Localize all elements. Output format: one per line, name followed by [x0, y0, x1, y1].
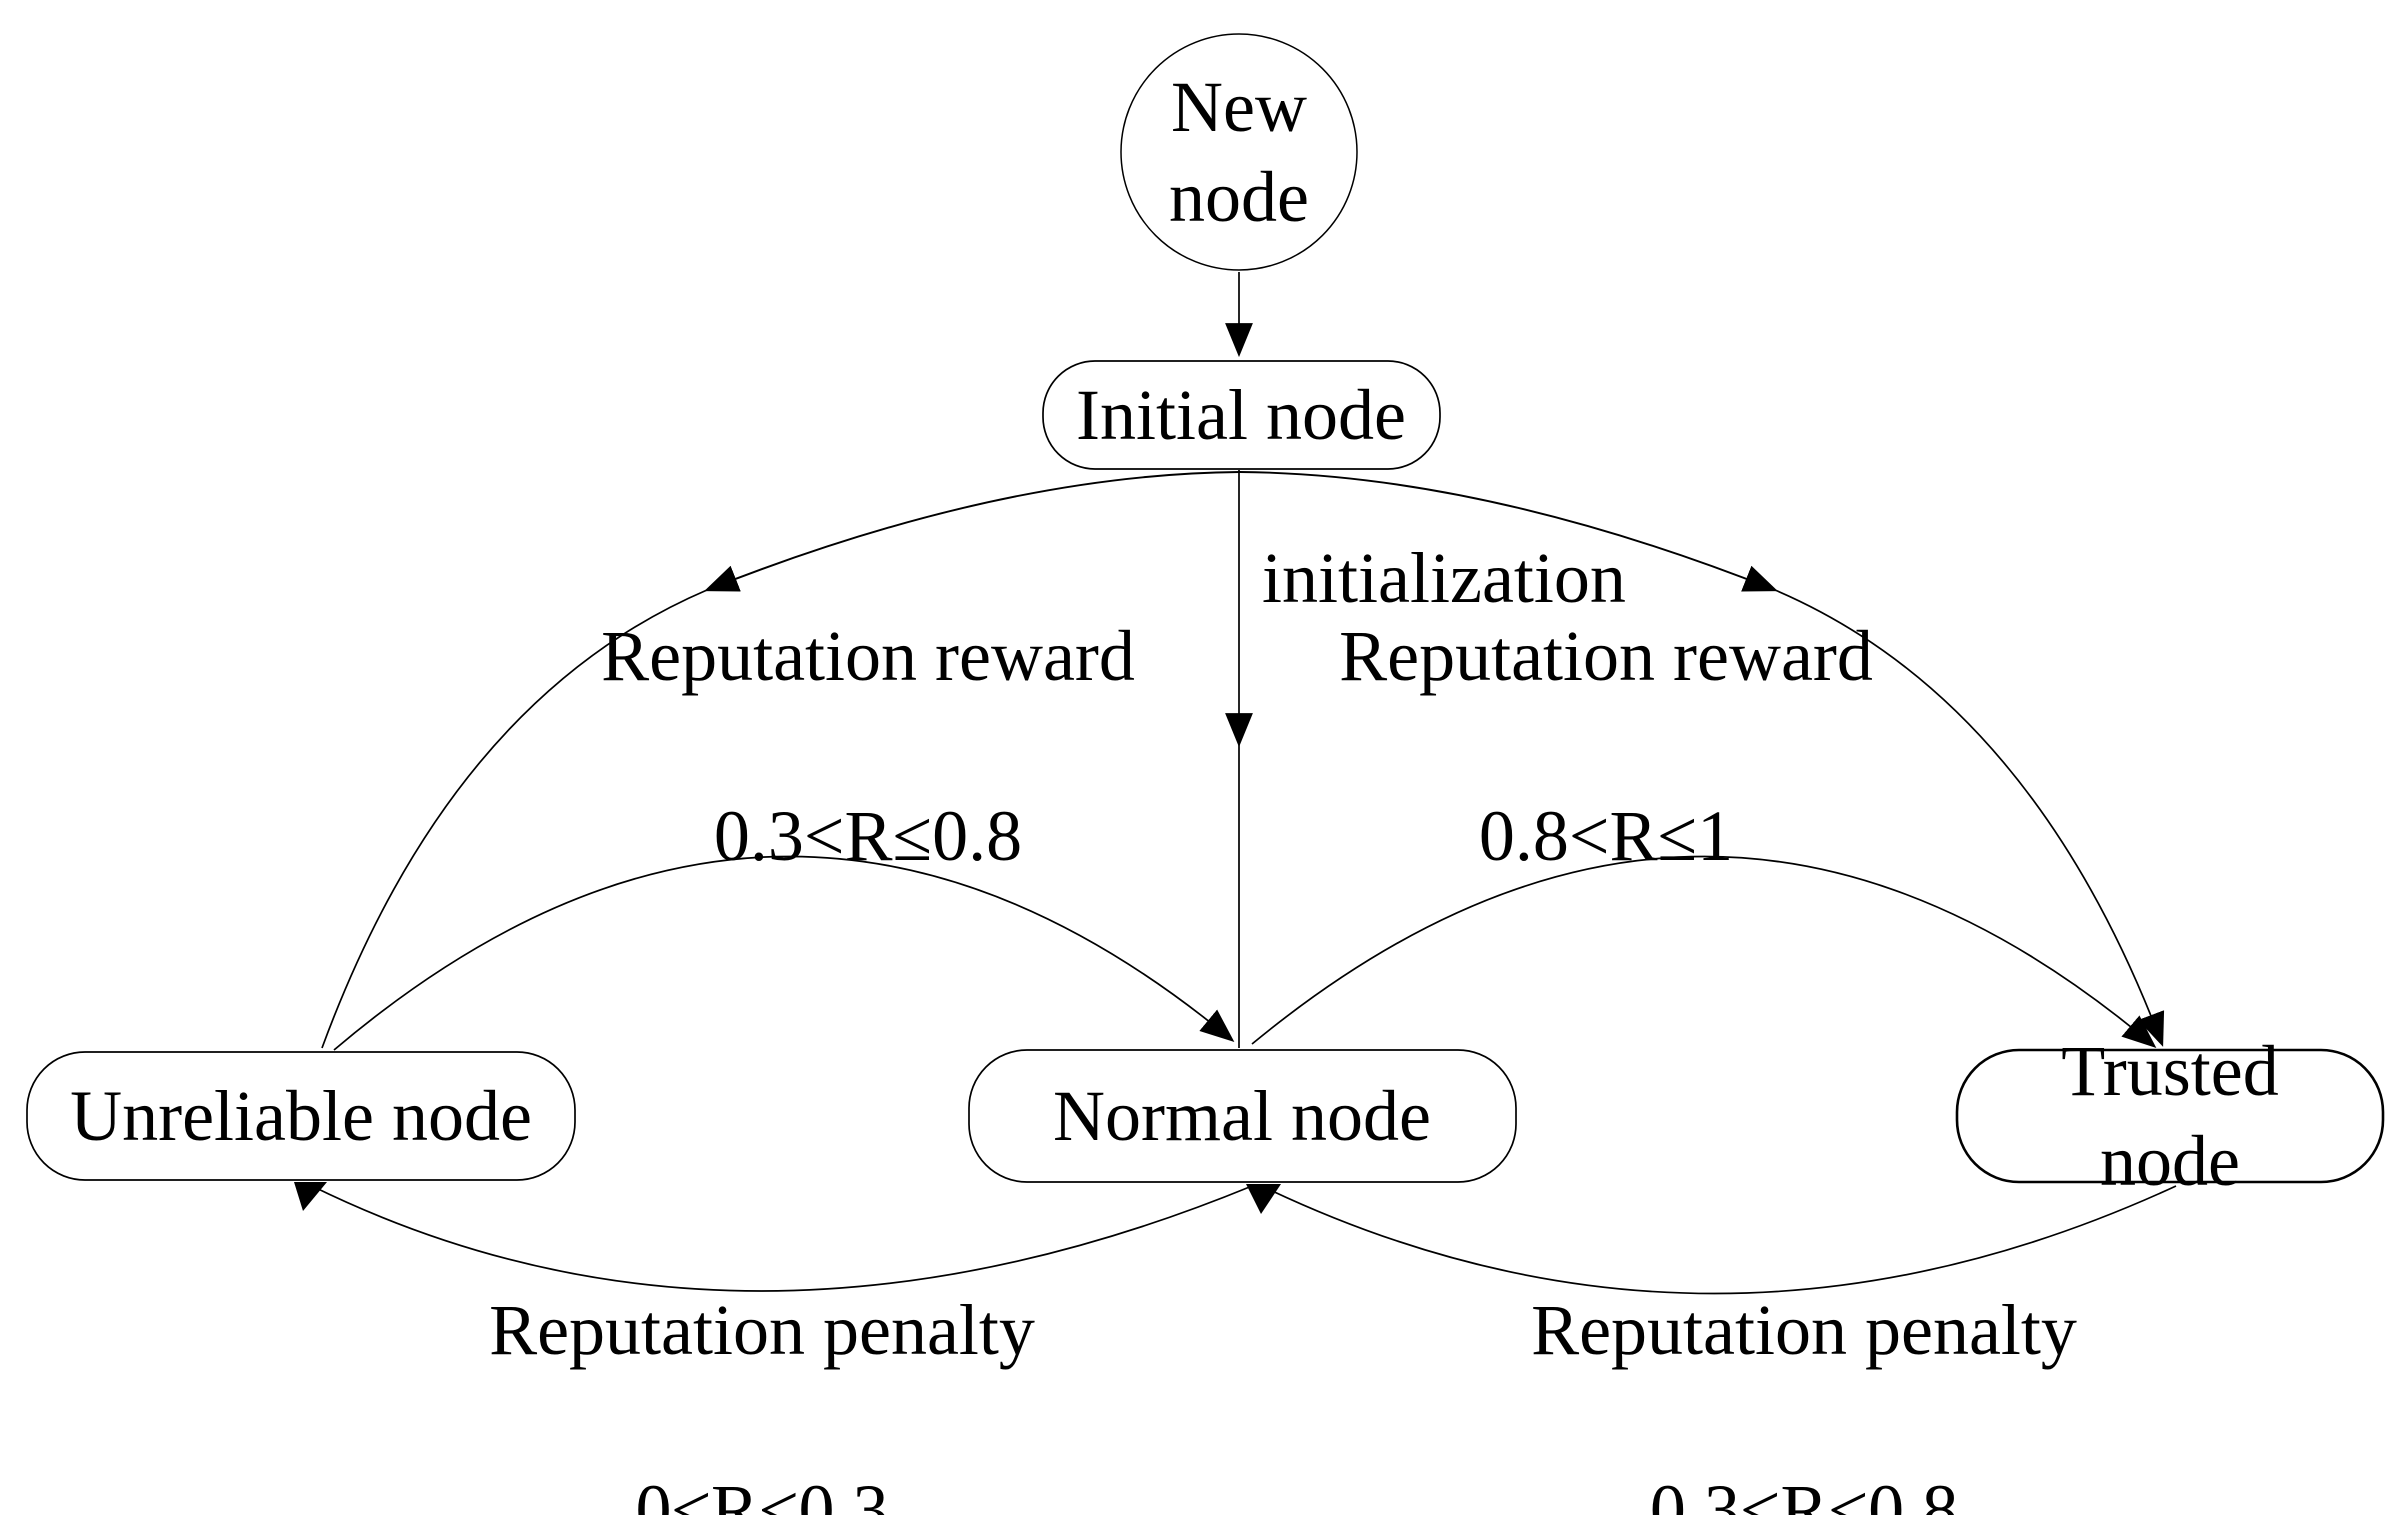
penalty-right-line1: Reputation penalty [1531, 1290, 2077, 1370]
edge-unreliable-to-normal [333, 855, 1235, 1051]
penalty-right-edge-label: Reputation penalty 0.3<R≤0.8 [1531, 1195, 2077, 1515]
edge-trusted-to-normal [1265, 1185, 2177, 1295]
arrowhead-at-unreliable-bottom [294, 1182, 327, 1211]
penalty-left-edge-label: Reputation penalty 0≤R≤0.3 [489, 1195, 1035, 1515]
initialization-edge-label: initialization [1262, 538, 1626, 618]
penalty-left-line2: 0≤R≤0.3 [635, 1470, 889, 1515]
initial-node-label: Initial node [1076, 375, 1406, 455]
initial-node-shape [1042, 360, 1441, 470]
reward-right-line1: Reputation reward [1339, 616, 1873, 696]
edge-initial-to-trusted-lower [1774, 589, 2165, 1047]
reward-left-line1: Reputation reward [601, 616, 1135, 696]
edge-initial-to-trusted-upper [1239, 471, 1778, 592]
penalty-left-line1: Reputation penalty [489, 1290, 1035, 1370]
normal-node-label: Normal node [1053, 1076, 1431, 1156]
reward-right-edge-label: Reputation reward 0.8<R≤1 [1339, 521, 1873, 971]
unreliable-node-shape [26, 1051, 576, 1181]
trusted-node-shape [1955, 1048, 2385, 1184]
trusted-node-label: Trusted node [2061, 1031, 2279, 1201]
reward-right-line2: 0.8<R≤1 [1478, 796, 1734, 876]
arrowhead-at-normal-bottom [1246, 1184, 1281, 1214]
edge-initial-to-unreliable-lower [321, 589, 708, 1049]
edge-normal-to-unreliable [311, 1185, 1253, 1292]
normal-node-shape [968, 1049, 1517, 1183]
reward-left-line2: 0.3<R≤0.8 [713, 796, 1023, 876]
unreliable-node-label: Unreliable node [70, 1076, 532, 1156]
new-node-label: New node [1169, 67, 1309, 237]
new-node-shape [1120, 33, 1358, 271]
edge-normal-to-trusted [1251, 855, 2157, 1048]
reward-left-edge-label: Reputation reward 0.3<R≤0.8 [601, 521, 1135, 971]
edge-initial-to-unreliable-upper [704, 471, 1241, 592]
penalty-right-line2: 0.3<R≤0.8 [1649, 1470, 1959, 1515]
